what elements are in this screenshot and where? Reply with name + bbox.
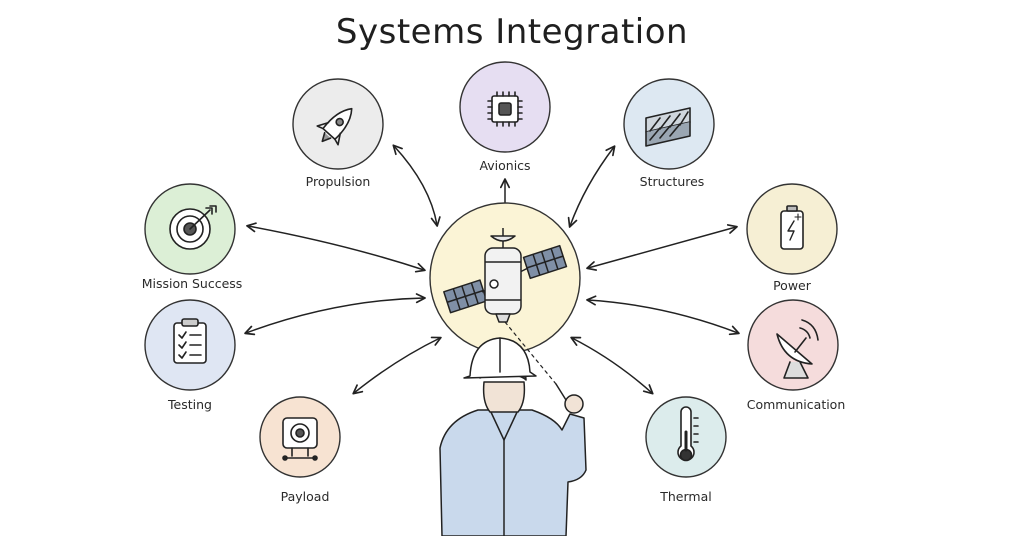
node-label-payload: Payload	[280, 489, 330, 504]
node-circle-communication	[747, 299, 839, 391]
camera-icon	[282, 417, 318, 461]
node-label-power: Power	[773, 278, 811, 293]
arrow-structures	[567, 145, 616, 228]
arrow-communication	[586, 295, 740, 336]
chip-icon	[487, 91, 523, 127]
arrow-testing	[244, 293, 426, 336]
arrow-propulsion	[392, 144, 441, 227]
node-label-avionics: Avionics	[479, 158, 531, 173]
thermometer-icon	[677, 406, 699, 462]
target-icon	[169, 205, 217, 250]
node-label-structures: Structures	[639, 174, 705, 189]
engineer-figure	[439, 321, 587, 536]
diagram-title: Systems Integration	[335, 12, 689, 52]
node-label-communication: Communication	[746, 397, 846, 412]
truss-icon	[645, 107, 691, 147]
connector-arrows	[244, 144, 740, 395]
battery-icon	[780, 205, 804, 250]
node-label-thermal: Thermal	[660, 489, 712, 504]
rocket-icon	[316, 107, 353, 146]
arrow-power	[586, 224, 738, 271]
node-label-propulsion: Propulsion	[305, 174, 371, 189]
satellite-dish-icon	[776, 319, 819, 379]
node-label-testing: Testing	[168, 397, 212, 412]
node-label-mission-success: Mission Success	[141, 276, 243, 291]
arrow-mission	[246, 222, 426, 273]
arrow-thermal	[570, 336, 654, 395]
clipboard-icon	[173, 318, 207, 364]
satellite-icon	[443, 228, 568, 323]
arrow-payload	[352, 336, 442, 395]
